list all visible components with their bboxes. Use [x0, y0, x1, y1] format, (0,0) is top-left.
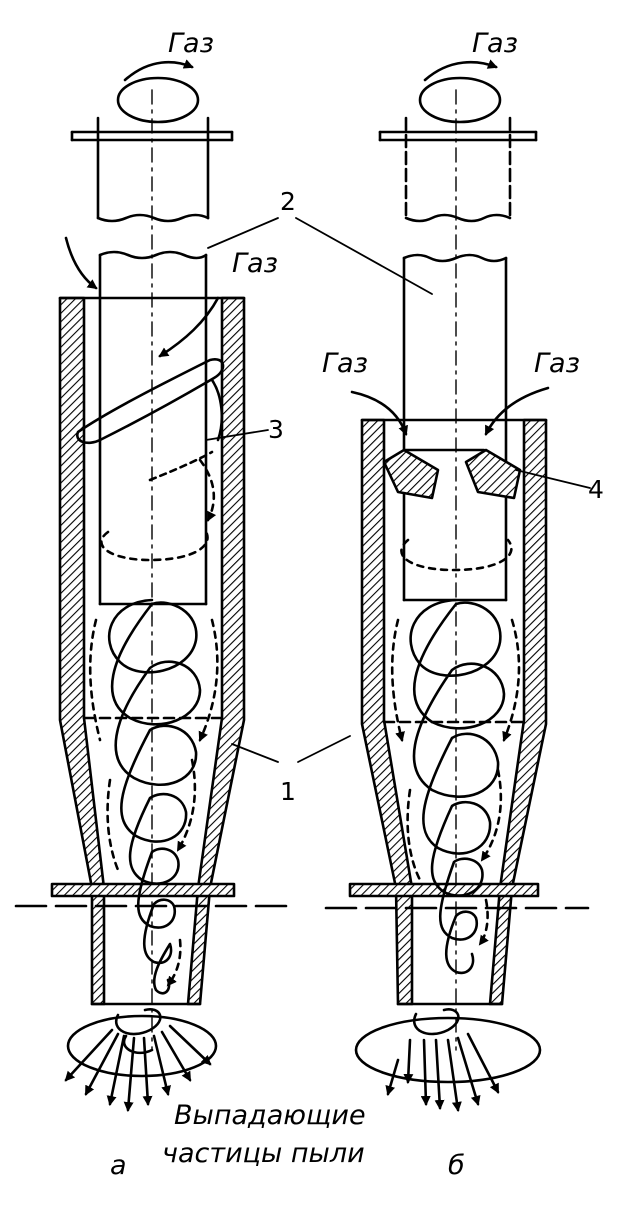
variant-label-b: б	[448, 1150, 465, 1181]
label-1: 1	[280, 777, 296, 806]
dust-arrows-a	[64, 1024, 212, 1112]
caption-line2: частицы пыли	[162, 1138, 365, 1169]
leader-lines	[205, 217, 591, 763]
cyclone-body-a	[58, 296, 106, 1006]
label-3: 3	[268, 415, 284, 444]
dust-arrows-b	[385, 1032, 500, 1112]
variant-label-a: а	[110, 1150, 127, 1181]
guide-vanes-4	[382, 448, 440, 500]
gas-label-top-a: Газ	[168, 28, 214, 59]
vortex-a	[107, 598, 202, 995]
dust-outlet-swirl-b	[354, 1016, 542, 1084]
label-2: 2	[280, 187, 296, 216]
caption-line1: Выпадающие	[174, 1100, 366, 1131]
spiral-blade-3	[76, 358, 225, 445]
label-4: 4	[588, 475, 604, 504]
cyclone-b	[324, 59, 590, 1112]
cyclone-a	[14, 59, 292, 1112]
swirl-top-a	[116, 76, 200, 124]
gas-label-inlet-a: Газ	[232, 248, 278, 279]
gas-label-inlet-b-left: Газ	[322, 348, 368, 379]
gas-out-arrow-a	[123, 59, 194, 82]
swirl-top-b	[418, 76, 502, 124]
gas-out-arrow-b	[423, 59, 498, 82]
gas-label-inlet-b-right: Газ	[534, 348, 580, 379]
gas-label-top-b: Газ	[472, 28, 518, 59]
dust-outlet-swirl-a	[66, 1014, 218, 1078]
vortex-b	[409, 598, 506, 975]
